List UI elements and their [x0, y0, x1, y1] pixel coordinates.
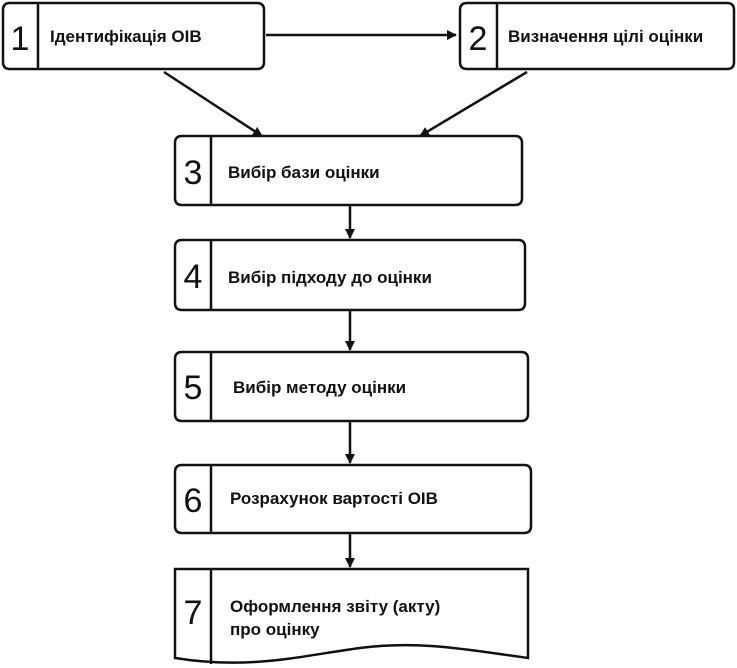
- step-6-number: 6: [184, 482, 203, 520]
- step-6-box: 6 Розрахунок вартості ОІВ: [173, 463, 533, 535]
- step-6-label: Розрахунок вартості ОІВ: [230, 489, 438, 508]
- step-6-frame: [173, 463, 533, 535]
- step-3-label: Вибір бази оцінки: [228, 163, 380, 182]
- step-2-box: 2 Визначення цілі оцінки: [458, 1, 736, 71]
- step-4-label: Вибір підходу до оцінки: [228, 268, 432, 287]
- step-2-label: Визначення цілі оцінки: [508, 27, 703, 46]
- step-7-label-line-2: про оцінку: [230, 620, 320, 639]
- step-4-box: 4 Вибір підходу до оцінки: [173, 238, 527, 312]
- step-5-box: 5 Вибір методу оцінки: [173, 350, 530, 423]
- step-7-number: 7: [184, 594, 203, 632]
- step-4-frame: [173, 238, 527, 312]
- step-5-frame: [173, 350, 530, 423]
- step-1-label: Ідентифікація ОІВ: [50, 27, 202, 46]
- step-4-number: 4: [184, 258, 203, 296]
- step-1-number: 1: [11, 20, 30, 58]
- step-3-box: 3 Вибір бази оцінки: [173, 134, 524, 207]
- connectors: [163, 30, 528, 568]
- step-7-box: 7 Оформлення звіту (акту) про оцінку: [173, 567, 530, 664]
- step-1-frame: [1, 1, 266, 71]
- arrow-step1-to-step3: [163, 70, 263, 138]
- step-3-number: 3: [184, 154, 203, 192]
- step-2-frame: [458, 1, 736, 71]
- step-5-number: 5: [184, 369, 203, 407]
- step-7-frame: [173, 567, 530, 664]
- step-1-box: 1 Ідентифікація ОІВ: [1, 1, 266, 71]
- step-2-number: 2: [469, 20, 488, 58]
- arrow-step2-to-step3: [419, 70, 528, 138]
- step-3-frame: [173, 134, 524, 207]
- step-5-label: Вибір методу оцінки: [233, 378, 406, 397]
- step-7-label-line-1: Оформлення звіту (акту): [230, 597, 440, 616]
